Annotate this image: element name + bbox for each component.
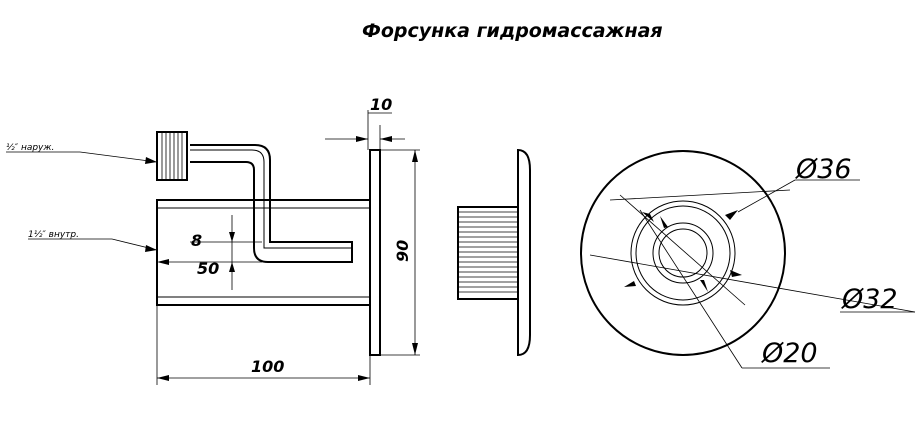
dimension-50: 50 <box>197 259 219 278</box>
circle-32 <box>635 205 731 301</box>
dimension-10: 10 <box>370 95 392 114</box>
dimension-diameter-20: Ø20 <box>761 338 818 369</box>
note-inner-thread: 1½″ внутр. <box>28 230 79 240</box>
profile-view <box>457 148 531 357</box>
air-pipe-inner <box>190 149 352 249</box>
drawing-title: Форсунка гидромассажная <box>362 20 663 42</box>
front-view: Ø36 Ø32 Ø20 <box>580 150 916 369</box>
threaded-body <box>457 206 519 300</box>
circle-20 <box>652 222 714 284</box>
circle-20-inner <box>658 228 708 278</box>
air-pipe-outer <box>190 144 353 263</box>
dimension-8: 8 <box>191 231 202 250</box>
flange <box>369 149 381 356</box>
dimension-diameter-32: Ø32 <box>841 284 898 315</box>
cover-flange <box>517 148 531 357</box>
dimension-diameter-36: Ø36 <box>795 154 852 185</box>
fitting-threads <box>161 132 183 180</box>
outer-circle <box>580 150 786 356</box>
note-outer-thread: ½″ наруж. <box>6 143 54 153</box>
body-threads <box>458 211 518 293</box>
dimension-100: 100 <box>251 357 284 376</box>
threaded-fitting <box>156 131 188 181</box>
side-view: 10 90 100 8 50 ½″ наруж. 1½″ внутр. <box>6 95 420 385</box>
dimension-90: 90 <box>393 240 412 262</box>
circle-36 <box>630 200 736 306</box>
